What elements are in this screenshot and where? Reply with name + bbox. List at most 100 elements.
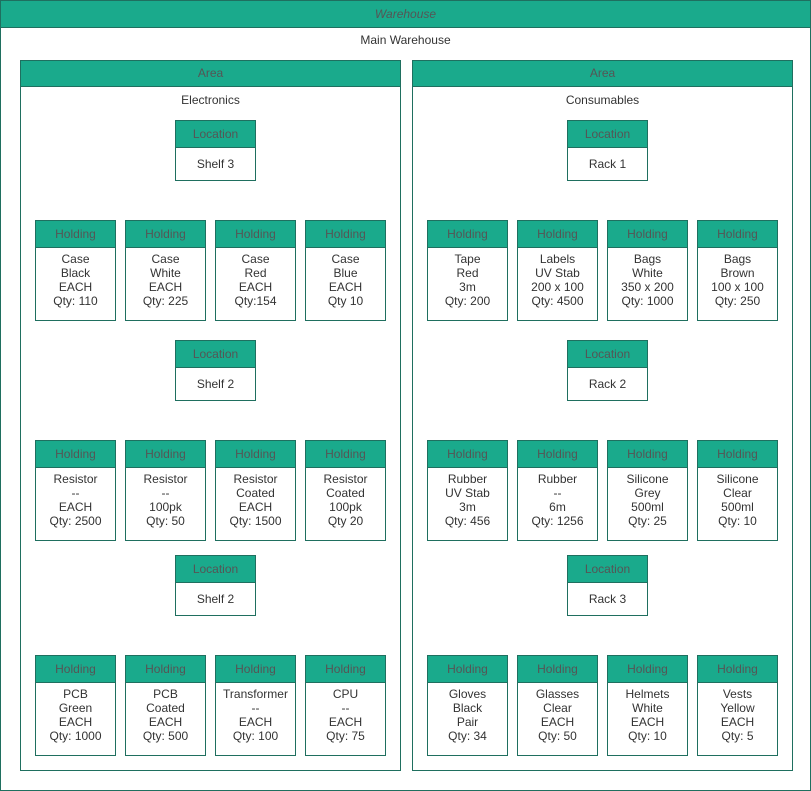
holding-detail-line: Qty: 110 (53, 294, 98, 308)
holding-detail-line: Qty: 456 (444, 514, 491, 528)
holding-detail-line: Qty: 225 (142, 294, 189, 308)
location-header: Location (568, 556, 647, 583)
holding-detail-line: 350 x 200 (621, 280, 674, 294)
holding-detail-line: EACH (238, 715, 273, 729)
holding-detail-line: Gloves (448, 687, 487, 701)
holding-detail-line: EACH (540, 715, 575, 729)
holding-header: Holding (306, 221, 385, 248)
holding-detail-line: Glasses (535, 687, 580, 701)
holding-detail-line: 200 x 100 (531, 280, 584, 294)
holding-detail-line: PCB (153, 687, 178, 701)
holding-detail-line: Qty: 25 (628, 514, 667, 528)
holding-detail-line: Red (244, 266, 267, 280)
location-name: Shelf 3 (196, 157, 235, 171)
holding-detail-line: UV Stab (535, 266, 580, 280)
holding-detail-line: Black (60, 266, 91, 280)
holding-detail-line: Qty: 1256 (531, 514, 584, 528)
holding-detail-line: Vests (722, 687, 753, 701)
holding-detail-line: Qty: 100 (232, 729, 279, 743)
holding-detail-line: Brown (720, 266, 755, 280)
holding-detail-line: Qty 10 (327, 294, 364, 308)
holding-detail-line: Red (456, 266, 479, 280)
holding-header: Holding (216, 441, 295, 468)
warehouse-title: Warehouse (1, 1, 810, 28)
holding-detail-line: Case (331, 252, 360, 266)
holding-detail-line: -- (553, 486, 562, 500)
holding-header: Holding (518, 441, 597, 468)
holding-header: Holding (36, 441, 115, 468)
holding-detail-line: EACH (238, 280, 273, 294)
holding-detail-line: Green (58, 701, 93, 715)
holding-detail-line: White (150, 266, 181, 280)
holding-detail-line: PCB (63, 687, 88, 701)
location-name: Rack 2 (588, 377, 627, 391)
holding-header: Holding (428, 656, 507, 683)
holding-detail-line: Qty: 75 (326, 729, 365, 743)
holding-header: Holding (698, 656, 777, 683)
location-header: Location (568, 121, 647, 148)
holding-header: Holding (608, 221, 687, 248)
holding-detail-line: White (632, 266, 663, 280)
holding-detail-line: Qty: 500 (142, 729, 189, 743)
holding-detail-line: Yellow (720, 701, 755, 715)
location-name: Shelf 2 (196, 592, 235, 606)
holding-detail-line: 100 x 100 (711, 280, 764, 294)
holding-detail-line: 100pk (329, 500, 362, 514)
holding-detail-line: Qty: 2500 (49, 514, 102, 528)
holding-detail-line: Tape (454, 252, 481, 266)
holding-header: Holding (36, 221, 115, 248)
holding-detail-line: Qty: 200 (444, 294, 491, 308)
holding-detail-line: Bags (723, 252, 752, 266)
holding-detail-line: Blue (333, 266, 358, 280)
holding-header: Holding (608, 656, 687, 683)
area-header: Area (413, 61, 792, 87)
holding-detail-line: EACH (58, 500, 93, 514)
holding-detail-line: 500ml (631, 500, 664, 514)
area-header: Area (21, 61, 400, 87)
holding-detail-line: EACH (58, 280, 93, 294)
holding-detail-line: Qty: 250 (714, 294, 761, 308)
holding-detail-line: Clear (723, 486, 752, 500)
holding-detail-line: Case (151, 252, 180, 266)
holding-detail-line: Grey (634, 486, 661, 500)
holding-detail-line: EACH (328, 280, 363, 294)
holding-header: Holding (518, 656, 597, 683)
holding-detail-line: EACH (148, 280, 183, 294)
holding-detail-line: Resistor (233, 472, 278, 486)
location-name: Rack 3 (588, 592, 627, 606)
holding-detail-line: EACH (58, 715, 93, 729)
location-header: Location (568, 341, 647, 368)
holding-detail-line: Silicone (626, 472, 669, 486)
